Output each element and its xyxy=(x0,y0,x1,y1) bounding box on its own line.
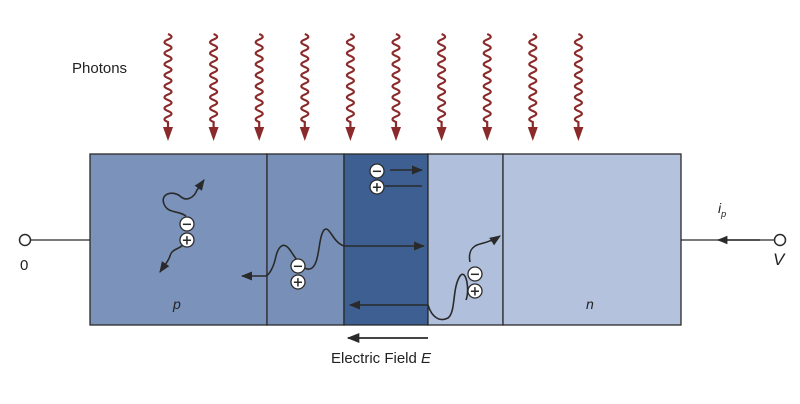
photon-arrowhead xyxy=(254,127,265,141)
photon-arrowhead xyxy=(299,127,310,141)
hole-marker xyxy=(290,274,306,290)
photon-arrowhead xyxy=(208,127,219,141)
right-terminal xyxy=(773,233,787,247)
current-symbol: i xyxy=(718,200,722,216)
n-electron-path xyxy=(468,235,501,263)
electron-symbol: − xyxy=(372,165,383,180)
electric-field-symbol: E xyxy=(421,350,432,367)
electric-field-label: Electric Field E xyxy=(331,350,431,367)
photon-wave xyxy=(345,32,355,128)
photon-arrowhead xyxy=(436,127,447,141)
p-hole-path xyxy=(159,241,187,273)
photon-wave xyxy=(528,32,538,128)
p-depletion-region xyxy=(266,153,345,326)
carrier-group: −+−+−+−+ xyxy=(179,163,483,300)
photon-wave xyxy=(254,32,264,128)
photon-wave xyxy=(482,32,492,128)
photon-arrowhead xyxy=(391,127,401,141)
p-electron-path xyxy=(162,179,205,217)
p-region-label: p xyxy=(173,296,181,312)
hole-symbol: + xyxy=(470,285,481,300)
photon-wave xyxy=(437,32,447,128)
photon-arrowhead xyxy=(163,127,173,141)
n-region xyxy=(502,153,682,326)
hole-symbol: + xyxy=(182,234,193,249)
electron-marker xyxy=(290,258,306,274)
n-region-label: n xyxy=(586,296,594,312)
photon-wave xyxy=(573,32,583,128)
photons-label: Photons xyxy=(72,60,128,77)
terminal-right-label: V xyxy=(773,250,785,269)
photon-arrowhead xyxy=(573,127,584,141)
electron-symbol: − xyxy=(470,268,481,283)
terminal-left-label: 0 xyxy=(20,257,29,274)
current-subscript: p xyxy=(721,208,727,219)
photon-group xyxy=(163,32,584,141)
electron-marker xyxy=(467,266,483,282)
hole-marker xyxy=(179,232,195,248)
hole-marker xyxy=(369,179,385,195)
photon-wave xyxy=(300,32,310,128)
hole-symbol: + xyxy=(372,181,383,196)
hole-marker xyxy=(467,283,483,299)
photon-arrowhead xyxy=(482,127,493,141)
photon-arrowhead xyxy=(345,127,356,141)
n-hole-path xyxy=(427,273,469,321)
junction-region xyxy=(343,153,429,326)
current-label: ip xyxy=(718,200,726,219)
electron-marker xyxy=(179,216,195,232)
photon-arrowhead xyxy=(527,127,538,141)
photon-wave xyxy=(163,32,173,128)
electric-field-text: Electric Field xyxy=(331,350,417,367)
photon-wave xyxy=(391,32,401,128)
p-region xyxy=(89,153,268,326)
electron-marker xyxy=(369,163,385,179)
photon-wave xyxy=(209,32,219,128)
electron-symbol: − xyxy=(293,260,304,275)
hole-symbol: + xyxy=(293,276,304,291)
left-terminal xyxy=(18,233,32,247)
electron-symbol: − xyxy=(182,218,193,233)
